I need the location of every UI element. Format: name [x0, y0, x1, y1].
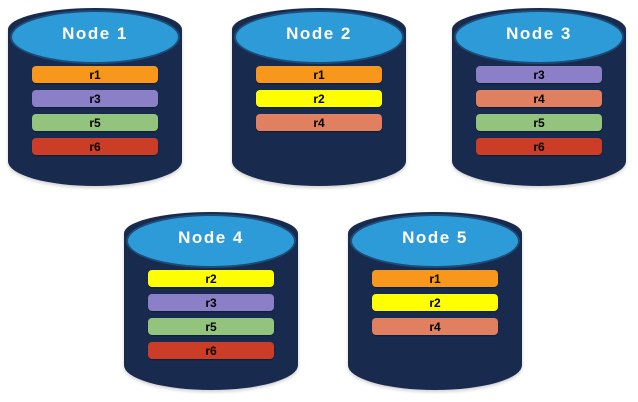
replica-list: r1 r3 r5 r6 [8, 66, 182, 155]
replica-bar[interactable]: r4 [372, 318, 498, 335]
replica-list: r3 r4 r5 r6 [452, 66, 626, 155]
node-label: Node 5 [402, 228, 468, 247]
replica-bar[interactable]: r6 [148, 342, 274, 359]
replica-bar[interactable]: r5 [476, 114, 602, 131]
replica-bar[interactable]: r5 [32, 114, 158, 131]
replica-bar[interactable]: r4 [256, 114, 382, 131]
node-label: Node 4 [178, 228, 244, 247]
node-label: Node 1 [62, 24, 128, 43]
replica-bar[interactable]: r2 [256, 90, 382, 107]
replica-bar[interactable]: r3 [476, 66, 602, 83]
replica-list: r1 r2 r4 [348, 270, 522, 335]
replica-bar[interactable]: r1 [372, 270, 498, 287]
replica-bar[interactable]: r2 [148, 270, 274, 287]
replica-bar[interactable]: r3 [148, 294, 274, 311]
replica-bar[interactable]: r5 [148, 318, 274, 335]
database-node-2[interactable]: Node 2 r1 r2 r4 [232, 8, 406, 186]
cylinder-top-icon [10, 10, 180, 64]
replica-bar[interactable]: r4 [476, 90, 602, 107]
database-node-3[interactable]: Node 3 r3 r4 r5 r6 [452, 8, 626, 186]
database-node-1[interactable]: Node 1 r1 r3 r5 r6 [8, 8, 182, 186]
database-node-4[interactable]: Node 4 r2 r3 r5 r6 [124, 212, 298, 390]
replica-bar[interactable]: r3 [32, 90, 158, 107]
cylinder-top-icon [234, 10, 404, 64]
replica-list: r1 r2 r4 [232, 66, 406, 131]
replica-list: r2 r3 r5 r6 [124, 270, 298, 359]
cylinder-top-icon [350, 214, 520, 268]
cylinder-top-icon [126, 214, 296, 268]
node-label: Node 2 [286, 24, 352, 43]
replica-bar[interactable]: r6 [476, 138, 602, 155]
replica-bar[interactable]: r6 [32, 138, 158, 155]
database-node-5[interactable]: Node 5 r1 r2 r4 [348, 212, 522, 390]
replica-bar[interactable]: r1 [32, 66, 158, 83]
node-label: Node 3 [506, 24, 572, 43]
cylinder-top-icon [454, 10, 624, 64]
replica-bar[interactable]: r1 [256, 66, 382, 83]
replica-bar[interactable]: r2 [372, 294, 498, 311]
